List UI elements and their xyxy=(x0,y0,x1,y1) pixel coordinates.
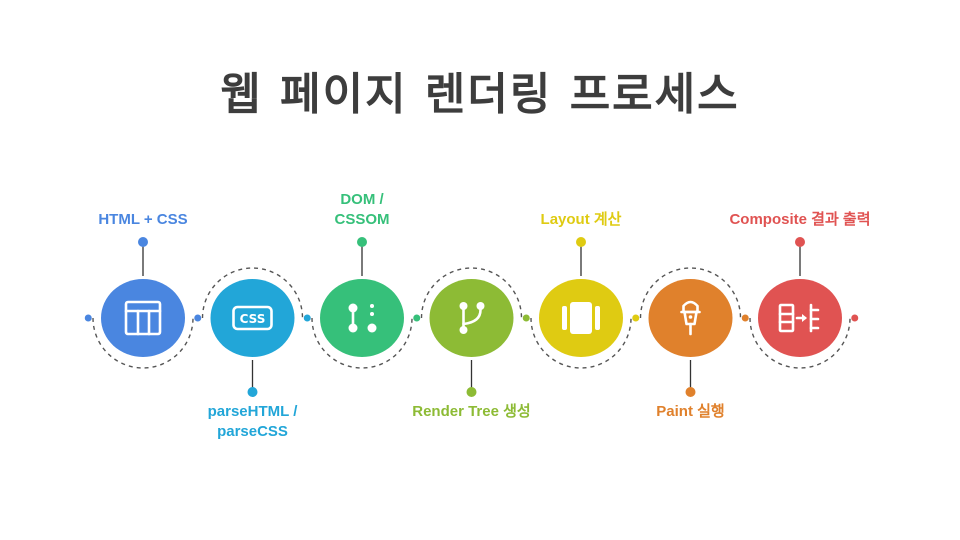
step-label: Render Tree 생성 xyxy=(382,402,562,422)
step-label: Composite 결과 출력 xyxy=(710,210,890,230)
step-4 xyxy=(429,279,514,397)
junction-dot xyxy=(741,314,749,322)
step-label-line: Composite 결과 출력 xyxy=(729,211,871,228)
page-title: 웹 페이지 렌더링 프로세스 xyxy=(220,69,740,120)
table-layout-icon xyxy=(124,300,162,336)
step-label-line: DOM / xyxy=(340,191,384,208)
step-label-line: parseHTML / xyxy=(207,403,298,420)
css-badge-icon: CSS xyxy=(232,305,273,331)
step-6 xyxy=(648,279,733,397)
step-label-line: Layout 계산 xyxy=(540,211,622,228)
step-1 xyxy=(101,237,185,357)
connector-dot xyxy=(795,237,805,247)
step-label-line: parseCSS xyxy=(217,423,288,440)
step-label: Layout 계산 xyxy=(491,210,671,230)
step-3 xyxy=(320,237,404,357)
step-circle xyxy=(210,279,295,357)
step-label-line: Render Tree 생성 xyxy=(412,403,531,420)
step-circle xyxy=(429,279,514,357)
columns-layout-icon xyxy=(562,302,600,334)
step-label-line: CSSOM xyxy=(334,211,390,228)
junction-dot xyxy=(413,314,421,322)
step-label: Paint 실행 xyxy=(601,402,781,422)
step-label: DOM / CSSOM xyxy=(272,190,452,230)
junction-dot xyxy=(522,314,530,322)
step-7 xyxy=(758,237,842,357)
step-circle xyxy=(101,279,185,357)
junction-dot xyxy=(851,314,859,322)
svg-text:CSS: CSS xyxy=(240,312,266,326)
composite-layers-icon xyxy=(778,303,820,333)
step-circle xyxy=(320,279,404,357)
connector-arcs xyxy=(84,267,859,369)
branch-icon xyxy=(459,302,485,334)
step-label: HTML + CSS xyxy=(53,210,233,230)
step-5 xyxy=(539,237,623,357)
connector-dot xyxy=(685,387,696,397)
connector-dot xyxy=(466,387,477,397)
connector-dot xyxy=(138,237,148,247)
junction-dot xyxy=(632,314,640,322)
tree-nodes-icon xyxy=(348,303,377,333)
junction-dot xyxy=(303,314,311,322)
connector-dot xyxy=(357,237,367,247)
junction-dot xyxy=(194,314,202,322)
step-label: parseHTML / parseCSS xyxy=(163,402,343,442)
step-2: CSS xyxy=(210,279,295,397)
step-label-line: Paint 실행 xyxy=(656,403,725,420)
connector-dot xyxy=(247,387,258,397)
connector-dot xyxy=(576,237,586,247)
step-label-line: HTML + CSS xyxy=(98,211,188,228)
paint-brush-icon xyxy=(680,300,701,336)
junction-dot xyxy=(84,314,92,322)
